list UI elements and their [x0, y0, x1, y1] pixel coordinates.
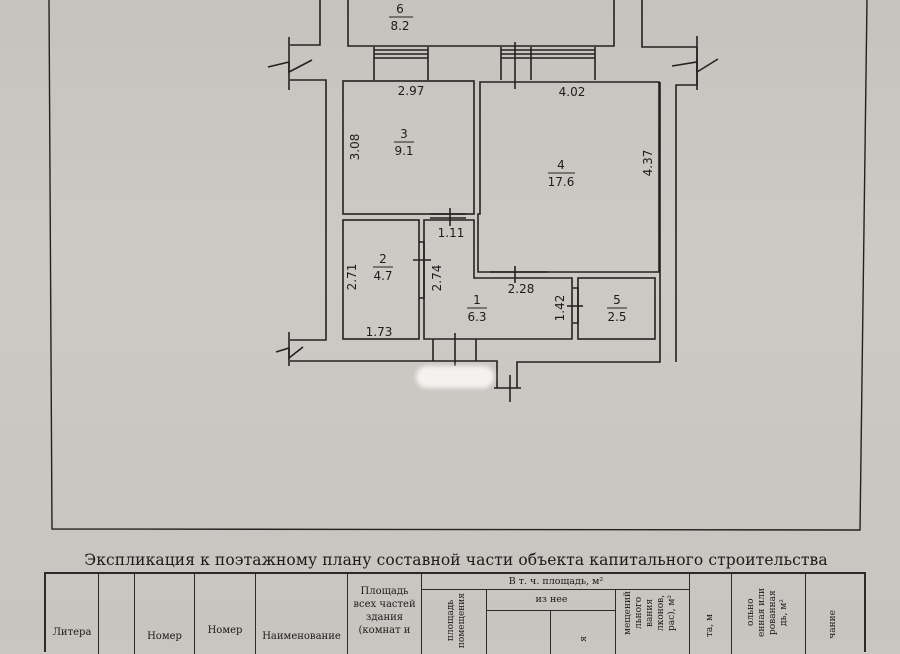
- col-iz-nee-b: я: [551, 610, 616, 654]
- floor-plan: 6 8.2 3 9.1 4 17.6 2 4.7 1 6.3 5 2.5 2.9…: [48, 0, 868, 531]
- col-nomer-2: Номер: [195, 574, 256, 654]
- redacted-blur: [416, 366, 494, 388]
- room-4-label: 4 17.6: [548, 158, 575, 189]
- svg-text:5: 5: [613, 293, 621, 307]
- svg-text:9.1: 9.1: [394, 144, 413, 158]
- dim-room1-top-right: 2.28: [508, 282, 535, 296]
- explication-title: Экспликация к поэтажному плану составной…: [84, 551, 828, 569]
- col-blank: [99, 574, 135, 654]
- col-vspomogatelnye: мещений льного вания лконов, рас), м²: [616, 589, 690, 654]
- dim-room1-right: 1.42: [553, 295, 567, 322]
- svg-text:2.5: 2.5: [607, 310, 626, 324]
- room-6-label: 6 8.2: [389, 2, 413, 33]
- dim-room3-left: 3.08: [348, 134, 362, 161]
- dim-room3-top: 2.97: [398, 84, 425, 98]
- col-iz-nee-a: [487, 610, 551, 654]
- svg-text:1: 1: [473, 293, 481, 307]
- room-1-label: 1 6.3: [467, 293, 487, 324]
- room-5-label: 5 2.5: [607, 293, 627, 324]
- room-3-label: 3 9.1: [394, 127, 414, 158]
- col-litera: Литера: [46, 574, 99, 654]
- col-naimenovanie: Наименование: [256, 574, 348, 654]
- svg-text:17.6: 17.6: [548, 175, 575, 189]
- dim-room2-left: 2.71: [345, 264, 359, 291]
- document-page: [0, 0, 900, 640]
- col-nomer-1: Номер: [135, 574, 195, 654]
- col-vysota: та, м: [690, 574, 732, 654]
- col-samovolno: ольно енная или рованная дь, м²: [732, 574, 806, 654]
- svg-text:4.7: 4.7: [373, 269, 392, 283]
- group-iz-nee: из нее: [535, 594, 568, 605]
- col-ploshad-vseh: Площадь всех частей здания (комнат и: [348, 574, 422, 654]
- svg-text:8.2: 8.2: [390, 19, 409, 33]
- col-ploshad-pomesheniya: площадь помещения: [422, 589, 487, 654]
- dim-room2-bottom: 1.73: [366, 325, 393, 339]
- dim-room1-top: 1.11: [438, 226, 465, 240]
- svg-text:4: 4: [557, 158, 565, 172]
- col-primechanie: чание: [828, 610, 838, 639]
- explication-table: Литера Номер Номер Наименование Площадь …: [44, 572, 866, 654]
- dim-room4-right: 4.37: [641, 150, 655, 177]
- room-2-label: 2 4.7: [373, 252, 393, 283]
- svg-text:6.3: 6.3: [467, 310, 486, 324]
- svg-text:2: 2: [379, 252, 387, 266]
- dim-room1-left: 2.74: [430, 265, 444, 292]
- svg-text:3: 3: [400, 127, 408, 141]
- group-v-t-ch: В т. ч. площадь, м²: [508, 576, 604, 587]
- dim-room4-top: 4.02: [559, 85, 586, 99]
- svg-text:6: 6: [396, 2, 404, 16]
